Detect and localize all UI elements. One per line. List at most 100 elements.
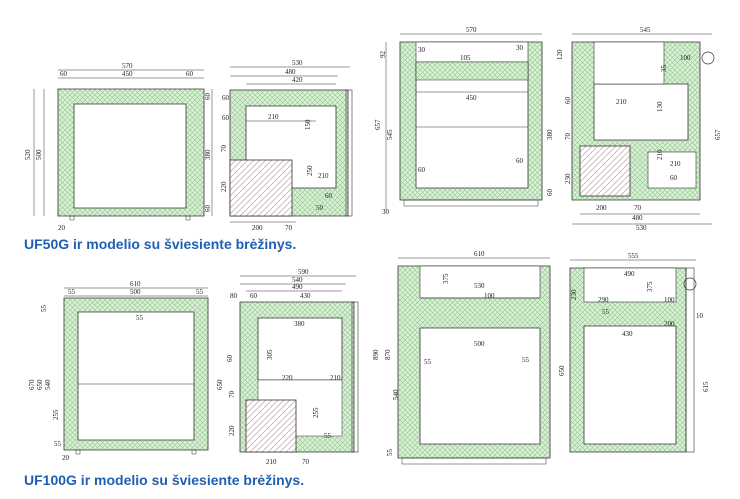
dim-label: 540 [392, 389, 400, 400]
dim-label: 55 [324, 432, 332, 440]
dim-label: 420 [292, 76, 303, 84]
dim-label: 92 [379, 51, 387, 59]
dim-label: 70 [285, 224, 293, 232]
dim-label: 60 [60, 70, 68, 78]
dim-label: 500 [474, 340, 485, 348]
dim-label: 380 [546, 129, 554, 140]
dim-label: 100 [664, 296, 675, 304]
dim-label: 55 [196, 288, 204, 296]
dim-label: 60 [516, 157, 524, 165]
uf50-side-view-2: 545 100 35 210 130 210 210 60 60 230 70 … [556, 26, 722, 232]
dim-label: 30 [516, 44, 524, 52]
dim-label: 210 [330, 374, 341, 382]
compressor-area [579, 145, 631, 197]
dim-label: 430 [300, 292, 311, 300]
uf100-side-view-2: 555 490 375 290 230 100 55 430 200 650 1… [558, 252, 710, 453]
dim-label: 530 [474, 282, 485, 290]
dim-label: 500 [130, 288, 141, 296]
dim-label: 60 [204, 93, 212, 101]
dim-label: 380 [294, 320, 305, 328]
dim-label: 530 [636, 224, 647, 232]
dim-label: 570 [122, 62, 133, 70]
dim-label: 590 [298, 268, 309, 276]
dim-label: 890 [372, 349, 380, 360]
dim-label: 35 [660, 65, 668, 73]
dim-label: 870 [384, 349, 392, 360]
dim-label: 210 [268, 113, 279, 121]
dim-label: 530 [292, 59, 303, 67]
dim-label: 540 [292, 276, 303, 284]
dim-label: 555 [628, 252, 639, 260]
dim-label: 220 [228, 425, 236, 436]
insulation-wall [63, 297, 209, 451]
dim-label: 450 [122, 70, 133, 78]
dim-label: 70 [564, 133, 572, 141]
dim-label: 540 [44, 379, 52, 390]
dim-label: 305 [266, 349, 274, 360]
dim-label: 250 [306, 165, 314, 176]
insulation-wall [57, 88, 205, 217]
dim-label: 60 [222, 114, 230, 122]
dim-label: 430 [622, 330, 633, 338]
dim-label: 200 [596, 204, 607, 212]
dim-label: 55 [386, 449, 394, 457]
dim-label: 290 [598, 296, 609, 304]
dim-label: 60 [186, 70, 194, 78]
dim-label: 615 [702, 381, 710, 392]
dim-label: 55 [424, 358, 432, 366]
uf100-caption: UF100G ir modelio su šviesiente brėžinys… [24, 472, 305, 488]
dim-label: 490 [292, 283, 303, 291]
dim-label: 490 [624, 270, 635, 278]
dim-label: 60 [222, 94, 230, 102]
dim-label: 200 [252, 224, 263, 232]
dim-label: 130 [656, 101, 664, 112]
dim-label: 210 [266, 458, 277, 466]
dim-label: 375 [646, 281, 654, 292]
uf50-front-view: 570 60 450 60 520 500 60 380 60 20 [24, 62, 213, 232]
dim-label: 60 [250, 292, 258, 300]
dim-label: 60 [204, 205, 212, 213]
dim-label: 60 [418, 166, 426, 174]
dim-label: 200 [664, 320, 675, 328]
dim-label: 570 [466, 26, 477, 34]
dim-label: 650 [36, 379, 44, 390]
dim-label: 70 [220, 145, 228, 153]
dim-label: 220 [220, 181, 228, 192]
dim-label: 55 [602, 308, 610, 316]
dim-label: 60 [670, 174, 678, 182]
dim-label: 657 [714, 129, 722, 140]
dim-label: 210 [656, 149, 664, 160]
dim-label: 520 [24, 149, 32, 160]
dim-label: 70 [228, 391, 236, 399]
dim-label: 60 [325, 192, 333, 200]
dim-label: 105 [460, 54, 471, 62]
compressor-area [245, 399, 297, 453]
dim-label: 480 [632, 214, 643, 222]
dim-label: 80 [230, 292, 238, 300]
dim-label: 50 [316, 204, 324, 212]
dim-label: 70 [634, 204, 642, 212]
dim-label: 120 [556, 49, 564, 60]
dim-label: 375 [442, 273, 450, 284]
dim-label: 500 [35, 149, 43, 160]
dim-label: 150 [304, 119, 312, 130]
dim-label: 670 [28, 379, 36, 390]
uf50-top-view: 570 30 30 105 450 657 545 92 380 60 60 6… [374, 26, 554, 216]
dim-label: 30 [418, 46, 426, 54]
dim-label: 60 [226, 355, 234, 363]
dim-label: 100 [484, 292, 495, 300]
dim-label: 210 [670, 160, 681, 168]
uf50-side-view: 530 480 420 60 60 210 150 70 220 210 250… [220, 59, 353, 232]
dim-label: 545 [386, 129, 394, 140]
uf100-side-view: 590 540 490 430 80 60 380 305 220 60 650… [216, 268, 359, 466]
dim-label: 70 [302, 458, 310, 466]
dim-label: 610 [130, 280, 141, 288]
dim-label: 650 [558, 365, 566, 376]
dim-label: 450 [466, 94, 477, 102]
dim-label: 100 [680, 54, 691, 62]
dim-label: 230 [564, 173, 572, 184]
uf100-front-view: 610 55 500 55 55 670 650 540 255 55 55 2… [28, 280, 209, 462]
dim-label: 610 [474, 250, 485, 258]
dim-label: 230 [570, 289, 578, 300]
